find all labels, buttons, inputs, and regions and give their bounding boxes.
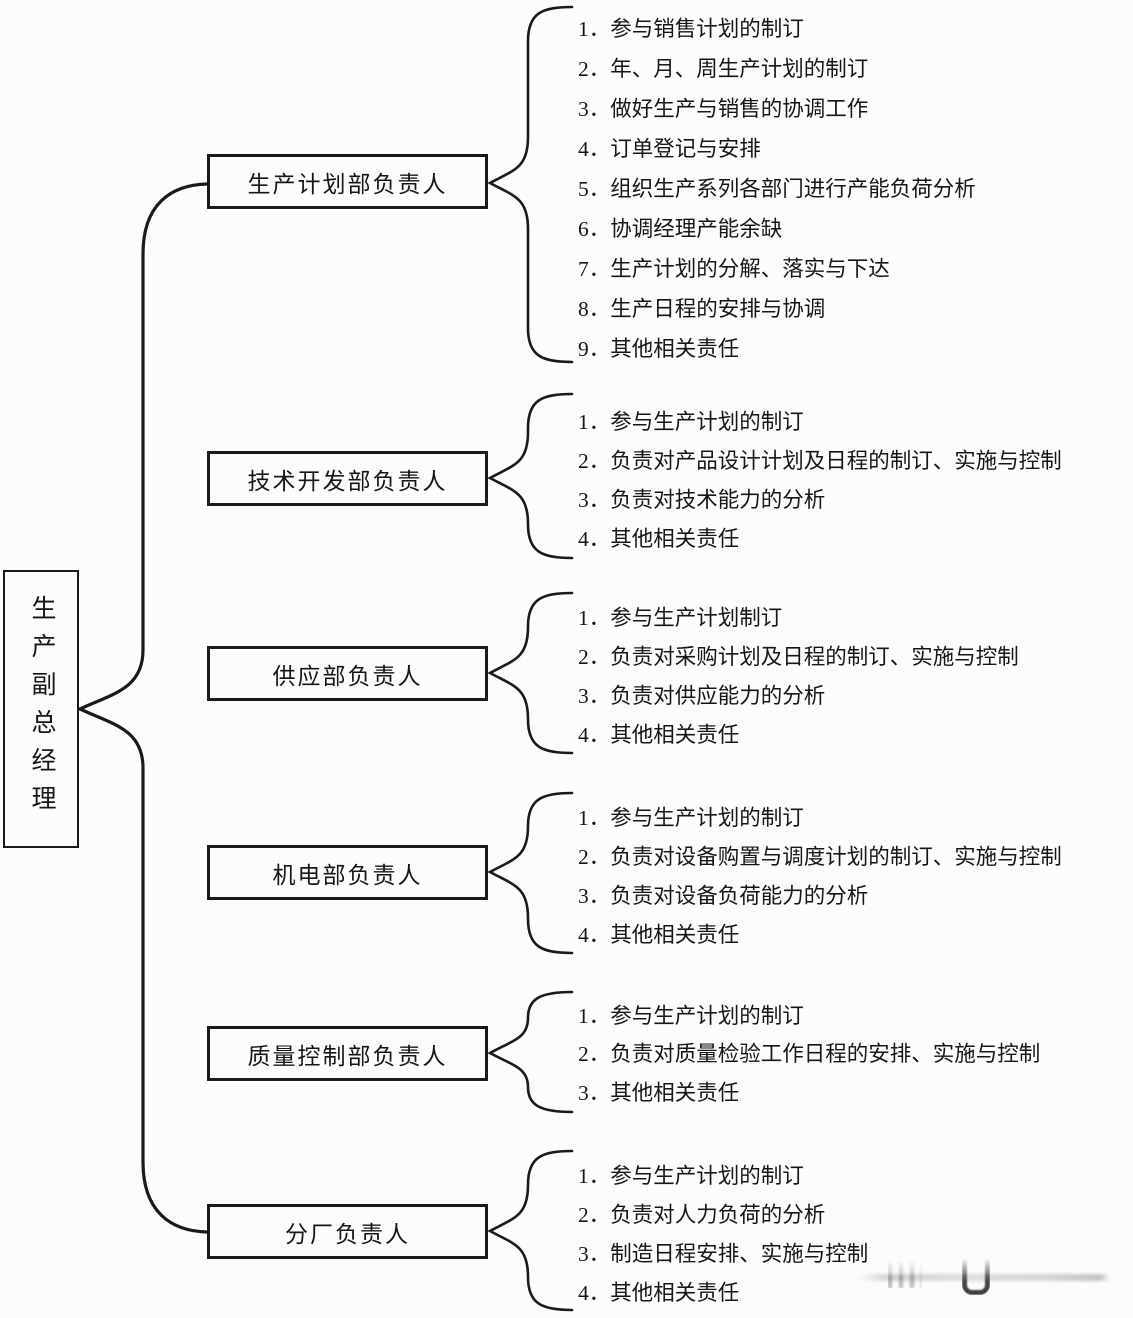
watermark-remnant-band xyxy=(858,1274,1110,1281)
responsibility-item: 4．订单登记与安排 xyxy=(578,136,761,161)
dept-label: 质量控制部负责人 xyxy=(247,1043,448,1069)
responsibility-item: 3．负责对设备负荷能力的分析 xyxy=(578,884,869,908)
watermark-remnant-u xyxy=(962,1258,990,1295)
dept-box-branch-factory: 分厂负责人 xyxy=(207,1204,488,1259)
responsibility-item: 2．负责对质量检验工作日程的安排、实施与控制 xyxy=(578,1042,1041,1067)
responsibility-item: 2．负责对设备购置与调度计划的制订、实施与控制 xyxy=(578,845,1062,869)
responsibility-item: 2．负责对产品设计计划及日程的制订、实施与控制 xyxy=(578,449,1062,473)
dept-label: 技术开发部负责人 xyxy=(247,468,448,494)
responsibility-item: 2．年、月、周生产计划的制订 xyxy=(578,56,869,81)
group-brace-3 xyxy=(487,591,574,755)
responsibility-item: 1．参与生产计划的制订 xyxy=(578,806,804,830)
dept-box-supply: 供应部负责人 xyxy=(207,646,488,701)
responsibility-item: 7．生产计划的分解、落实与下达 xyxy=(578,256,890,281)
root-box: 生产副总经理 xyxy=(3,570,79,848)
resp-list-branch-factory: 1．参与生产计划的制订 2．负责对人力负荷的分析 3．制造日程安排、实施与控制 … xyxy=(578,1155,868,1311)
responsibility-item: 3．做好生产与销售的协调工作 xyxy=(578,96,869,121)
watermark-remnant-streaks xyxy=(888,1260,922,1288)
responsibility-item: 1．参与生产计划的制订 xyxy=(578,1003,804,1028)
group-brace-6 xyxy=(487,1149,574,1312)
dept-label: 机电部负责人 xyxy=(272,862,423,888)
dept-label: 分厂负责人 xyxy=(285,1221,410,1247)
responsibility-item: 4．其他相关责任 xyxy=(578,923,740,947)
responsibility-item: 4．其他相关责任 xyxy=(578,723,740,747)
root-label: 生产副总经理 xyxy=(28,595,55,823)
group-brace-2 xyxy=(487,392,574,560)
responsibility-item: 1．参与生产计划的制订 xyxy=(578,1164,804,1188)
responsibility-item: 6．协调经理产能余缺 xyxy=(578,216,783,241)
resp-list-mech-electrical: 1．参与生产计划的制订 2．负责对设备购置与调度计划的制订、实施与控制 3．负责… xyxy=(578,797,1062,953)
group-brace-4 xyxy=(487,791,574,955)
responsibility-item: 1．参与销售计划的制订 xyxy=(578,16,804,41)
dept-label: 供应部负责人 xyxy=(272,663,423,689)
dept-label: 生产计划部负责人 xyxy=(247,171,448,197)
dept-box-tech-development: 技术开发部负责人 xyxy=(207,451,488,506)
responsibility-item: 3．负责对技术能力的分析 xyxy=(578,488,826,512)
responsibility-item: 3．其他相关责任 xyxy=(578,1080,740,1105)
responsibility-item: 9．其他相关责任 xyxy=(578,336,740,361)
responsibility-item: 2．负责对采购计划及日程的制订、实施与控制 xyxy=(578,645,1019,669)
group-brace-5 xyxy=(487,990,574,1114)
responsibility-item: 1．参与生产计划制订 xyxy=(578,606,783,630)
dept-box-quality-control: 质量控制部负责人 xyxy=(207,1026,488,1081)
resp-list-supply: 1．参与生产计划制订 2．负责对采购计划及日程的制订、实施与控制 3．负责对供应… xyxy=(578,597,1019,753)
responsibility-item: 4．其他相关责任 xyxy=(578,527,740,551)
resp-list-quality-control: 1．参与生产计划的制订 2．负责对质量检验工作日程的安排、实施与控制 3．其他相… xyxy=(578,995,1040,1111)
group-brace-1 xyxy=(487,5,574,364)
responsibility-item: 3．制造日程安排、实施与控制 xyxy=(578,1242,869,1266)
responsibility-item: 2．负责对人力负荷的分析 xyxy=(578,1203,826,1227)
resp-list-tech-development: 1．参与生产计划的制订 2．负责对产品设计计划及日程的制订、实施与控制 3．负责… xyxy=(578,401,1062,557)
resp-list-production-planning: 1．参与销售计划的制订 2．年、月、周生产计划的制订 3．做好生产与销售的协调工… xyxy=(578,7,976,367)
dept-box-production-planning: 生产计划部负责人 xyxy=(207,154,488,209)
responsibility-item: 1．参与生产计划的制订 xyxy=(578,410,804,434)
responsibility-item: 5．组织生产系列各部门进行产能负荷分析 xyxy=(578,176,976,201)
responsibility-item: 3．负责对供应能力的分析 xyxy=(578,684,826,708)
responsibility-item: 8．生产日程的安排与协调 xyxy=(578,296,826,321)
root-brace xyxy=(76,182,209,1234)
dept-box-mech-electrical: 机电部负责人 xyxy=(207,845,488,900)
responsibility-item: 4．其他相关责任 xyxy=(578,1281,740,1305)
